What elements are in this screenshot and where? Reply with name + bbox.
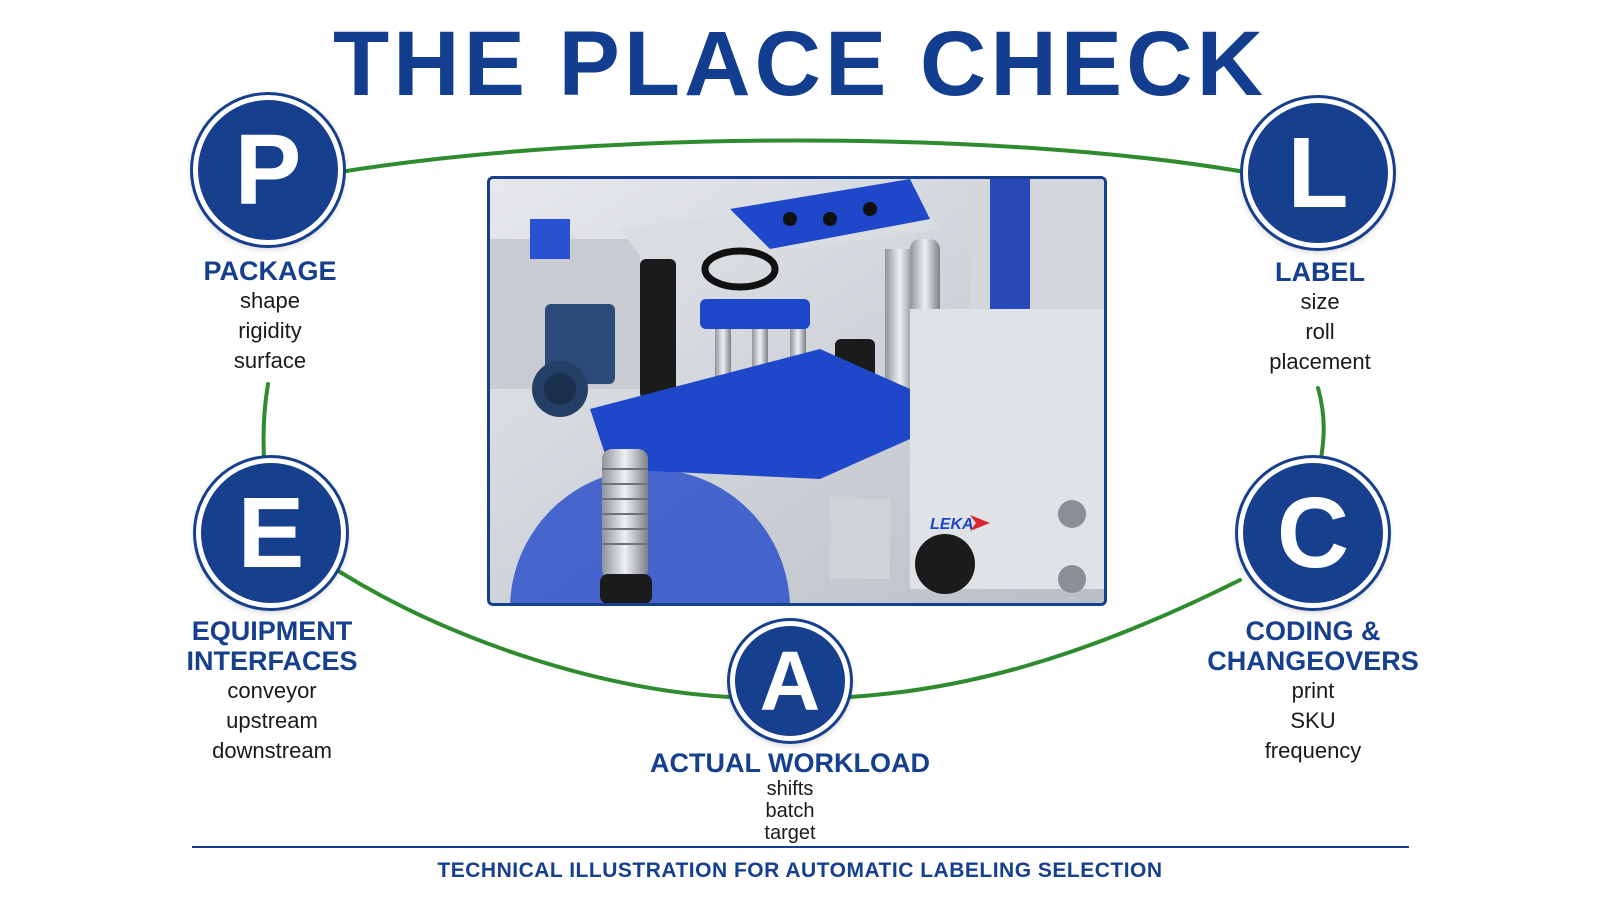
loop-line: [261, 138, 1326, 699]
label-heading: LABEL: [1275, 257, 1365, 287]
node-equipment: E: [196, 458, 346, 608]
equipment-text: EQUIPMENT INTERFACES conveyor upstream d…: [122, 616, 422, 766]
coding-text: CODING & CHANGEOVERS print SKU frequency: [1163, 616, 1463, 766]
labeling-machine-photo: LEKA: [487, 176, 1107, 606]
package-heading: PACKAGE: [203, 256, 337, 286]
letter-p: P: [234, 114, 302, 226]
label-item: roll: [1305, 319, 1335, 344]
node-actual-workload: A: [730, 621, 850, 741]
label-item: size: [1300, 289, 1340, 314]
coding-item: SKU: [1290, 708, 1336, 733]
package-item: shape: [240, 288, 300, 313]
machine-illustration: LEKA: [490, 179, 1104, 603]
workload-item: target: [764, 822, 816, 844]
package-text: PACKAGE shape rigidity surface: [120, 256, 420, 376]
coding-item: frequency: [1264, 738, 1362, 763]
letter-a: A: [759, 634, 821, 728]
equipment-heading-line1: EQUIPMENT: [191, 616, 353, 646]
node-label: L: [1243, 98, 1393, 248]
workload-item: batch: [765, 800, 815, 822]
equipment-heading-line2: INTERFACES: [186, 646, 358, 676]
label-text: LABEL size roll placement: [1170, 257, 1470, 377]
package-item: rigidity: [238, 318, 302, 343]
coding-heading-line2: CHANGEOVERS: [1207, 646, 1419, 676]
workload-heading: ACTUAL WORKLOAD: [650, 748, 930, 778]
node-package: P: [193, 95, 343, 245]
node-coding: C: [1238, 458, 1388, 608]
footer-caption: TECHNICAL ILLUSTRATION FOR AUTOMATIC LAB…: [437, 859, 1163, 882]
coding-heading-line1: CODING &: [1245, 616, 1381, 646]
footer-divider: [192, 846, 1409, 848]
page-title: THE PLACE CHECK: [332, 13, 1268, 115]
letter-l: L: [1287, 117, 1349, 229]
workload-text: ACTUAL WORKLOAD shifts batch target: [640, 748, 940, 844]
equipment-item: conveyor: [227, 678, 317, 703]
coding-item: print: [1291, 678, 1335, 703]
workload-item: shifts: [766, 778, 814, 800]
equipment-item: downstream: [212, 738, 332, 763]
brand-logo: LEKA: [930, 516, 974, 533]
label-item: placement: [1269, 349, 1371, 374]
equipment-item: upstream: [226, 708, 318, 733]
letter-c: C: [1276, 477, 1350, 589]
package-item: surface: [233, 348, 307, 373]
letter-e: E: [237, 477, 305, 589]
